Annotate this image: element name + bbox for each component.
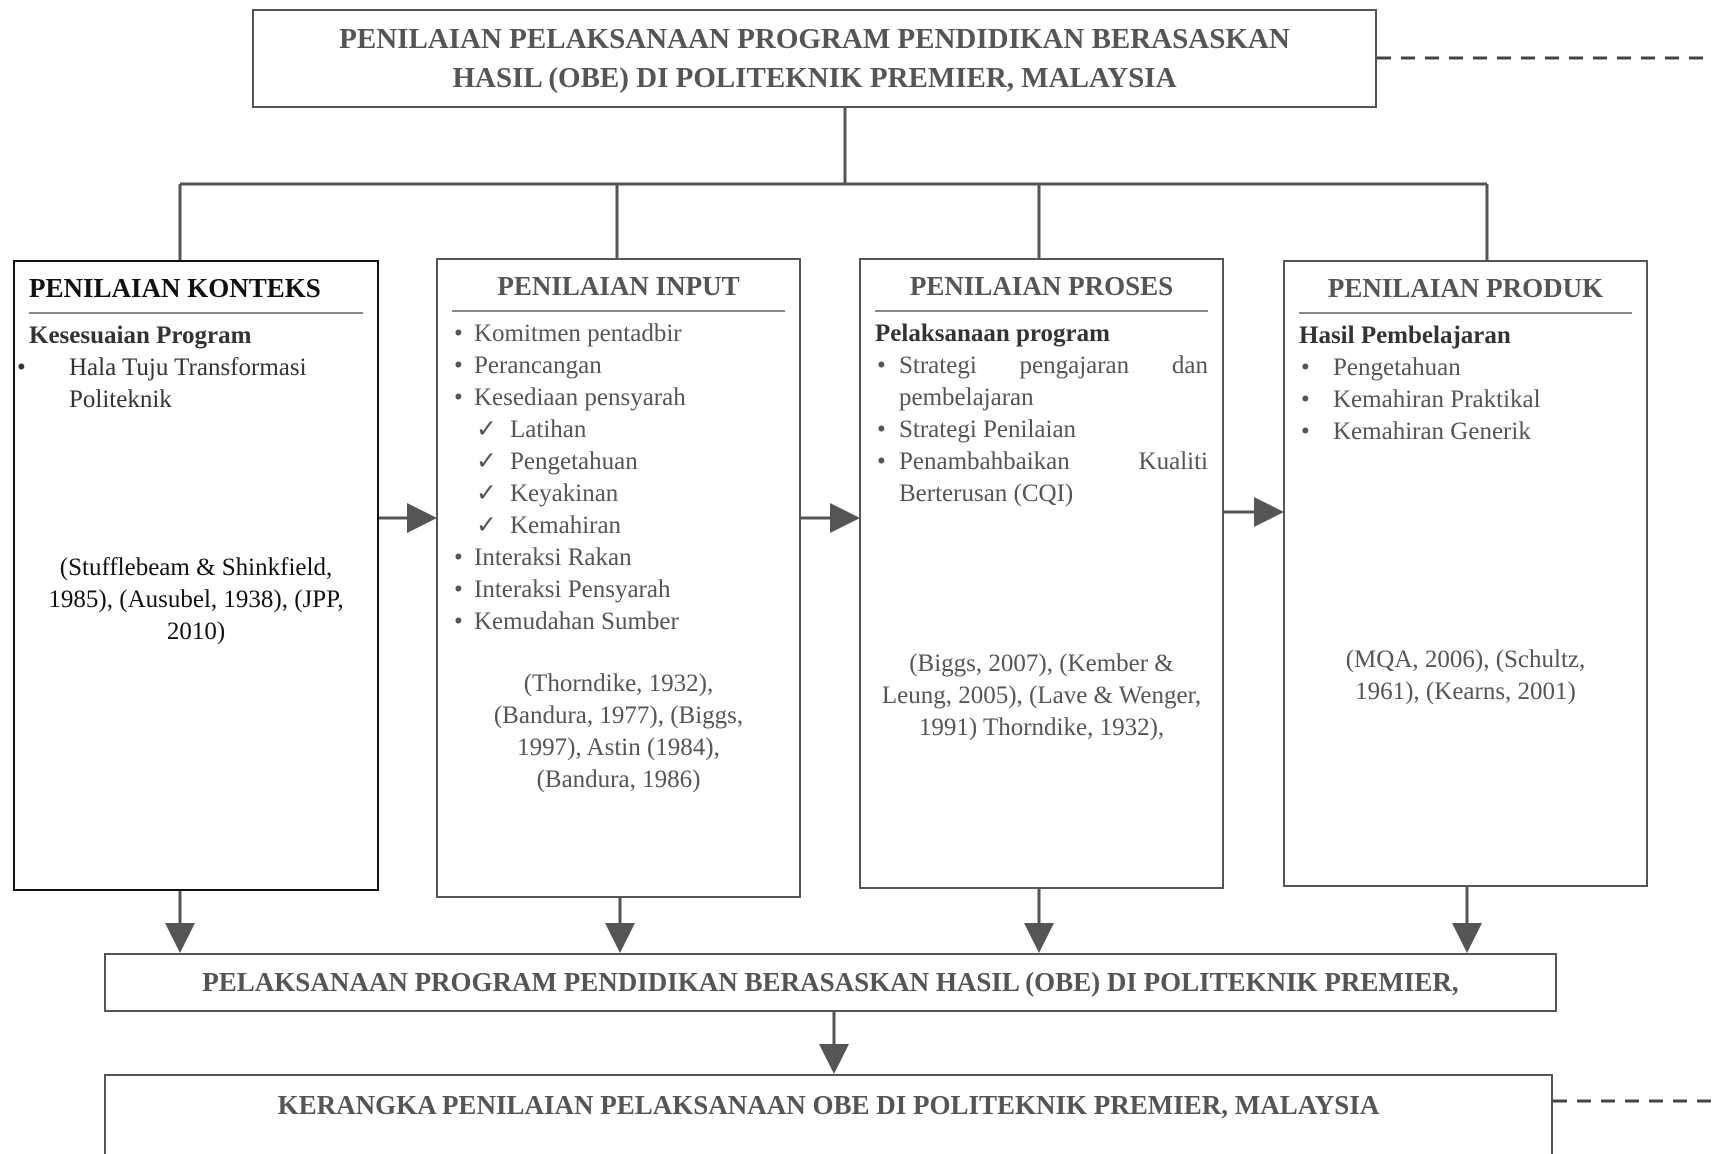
konteks-subheading: Kesesuaian Program bbox=[29, 322, 252, 349]
main-title-line1: PENILAIAN PELAKSANAAN PROGRAM PENDIDIKAN… bbox=[339, 23, 1290, 55]
proses-item: Strategi Penilaian bbox=[875, 414, 1208, 446]
input-item: Interaksi Rakan bbox=[452, 542, 785, 574]
produk-refs: (MQA, 2006), (Schultz, 1961), (Kearns, 2… bbox=[1345, 646, 1586, 705]
kerangka-text: KERANGKA PENILAIAN PELAKSANAAN OBE DI PO… bbox=[277, 1090, 1380, 1120]
main-title-line2: HASIL (OBE) DI POLITEKNIK PREMIER, MALAY… bbox=[452, 62, 1177, 94]
input-check-item: Kemahiran bbox=[452, 510, 785, 542]
produk-box: PENILAIAN PRODUK Hasil Pembelajaran Peng… bbox=[1283, 260, 1648, 887]
produk-list: Pengetahuan Kemahiran Praktikal Kemahira… bbox=[1299, 352, 1632, 448]
konteks-item: Hala Tuju Transformasi Politeknik bbox=[15, 352, 363, 416]
input-check-item: Keyakinan bbox=[452, 478, 785, 510]
input-item: Perancangan bbox=[452, 350, 785, 382]
proses-subheading: Pelaksanaan program bbox=[875, 320, 1110, 347]
produk-subheading: Hasil Pembelajaran bbox=[1299, 322, 1511, 349]
input-heading: PENILAIAN INPUT bbox=[452, 270, 785, 312]
proses-refs: (Biggs, 2007), (Kember & Leung, 2005), (… bbox=[881, 650, 1202, 741]
konteks-box: PENILAIAN KONTEKS Kesesuaian Program Hal… bbox=[13, 260, 379, 891]
input-item: Kemudahan Sumber bbox=[452, 606, 785, 638]
proses-heading: PENILAIAN PROSES bbox=[875, 270, 1208, 312]
input-list: Komitmen pentadbir Perancangan Kesediaan… bbox=[452, 318, 785, 638]
input-box: PENILAIAN INPUT Komitmen pentadbir Peran… bbox=[436, 258, 801, 898]
konteks-list: Hala Tuju Transformasi Politeknik bbox=[15, 352, 363, 416]
konteks-refs: (Stufflebeam & Shinkfield, 1985), (Ausub… bbox=[48, 554, 344, 645]
input-item: Kesediaan pensyarah bbox=[452, 382, 785, 414]
produk-heading: PENILAIAN PRODUK bbox=[1299, 272, 1632, 314]
produk-item: Pengetahuan bbox=[1299, 352, 1632, 384]
produk-item: Kemahiran Praktikal bbox=[1299, 384, 1632, 416]
konteks-heading: PENILAIAN KONTEKS bbox=[29, 272, 363, 314]
kerangka-box: KERANGKA PENILAIAN PELAKSANAAN OBE DI PO… bbox=[104, 1074, 1553, 1154]
input-item: Interaksi Pensyarah bbox=[452, 574, 785, 606]
main-title-box: PENILAIAN PELAKSANAAN PROGRAM PENDIDIKAN… bbox=[252, 9, 1377, 108]
input-refs: (Thorndike, 1932), (Bandura, 1977), (Big… bbox=[493, 670, 744, 793]
proses-box: PENILAIAN PROSES Pelaksanaan program Str… bbox=[859, 258, 1224, 889]
input-check-item: Pengetahuan bbox=[452, 446, 785, 478]
produk-item: Kemahiran Generik bbox=[1299, 416, 1632, 448]
pelaksanaan-text: PELAKSANAAN PROGRAM PENDIDIKAN BERASASKA… bbox=[202, 967, 1459, 997]
proses-list: Strategi pengajaran dan pembelajaran Str… bbox=[875, 350, 1208, 510]
pelaksanaan-box: PELAKSANAAN PROGRAM PENDIDIKAN BERASASKA… bbox=[104, 953, 1557, 1012]
input-item: Komitmen pentadbir bbox=[452, 318, 785, 350]
input-check-item: Latihan bbox=[452, 414, 785, 446]
proses-item: Penambahbaikan Kualiti Berterusan (CQI) bbox=[875, 446, 1208, 510]
proses-item: Strategi pengajaran dan pembelajaran bbox=[875, 350, 1208, 414]
